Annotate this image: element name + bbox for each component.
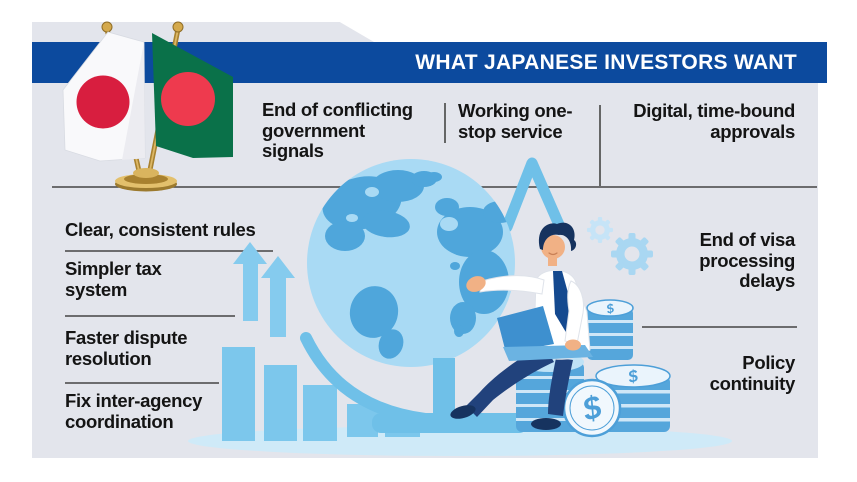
demand-left-4: Fix inter-agency coordination	[65, 390, 203, 432]
demand-right-1: End of visa processing delays	[699, 229, 795, 292]
demand-top-2: Working one- stop service	[458, 100, 573, 142]
demand-top-1: End of conflicting government signals	[262, 99, 413, 162]
demand-top-3: Digital, time-bound approvals	[633, 100, 795, 142]
demand-right-2: Policy continuity	[709, 352, 796, 394]
title-banner: WHAT JAPANESE INVESTORS WANT	[32, 42, 827, 83]
demand-left-3: Faster dispute resolution	[65, 327, 188, 369]
header-tab	[32, 22, 374, 42]
demand-left-1: Clear, consistent rules	[65, 219, 256, 240]
infographic-title: WHAT JAPANESE INVESTORS WANT	[415, 51, 797, 74]
demand-left-2: Simpler tax system	[65, 258, 162, 300]
